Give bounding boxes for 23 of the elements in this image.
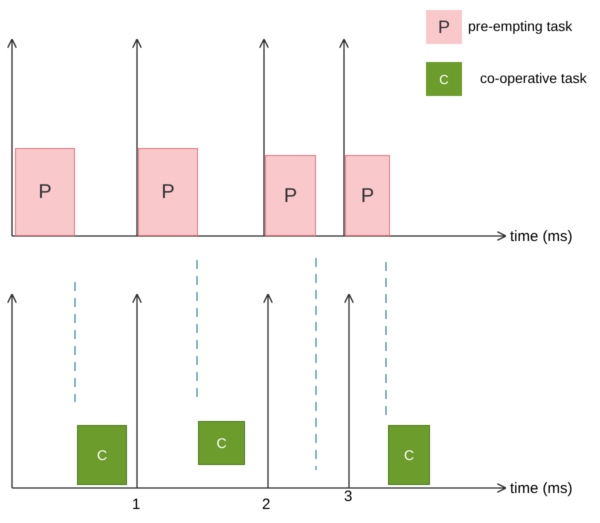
legend-letter: C [439, 72, 449, 86]
pre-empting-task-block [265, 155, 316, 236]
legend-letter: P [438, 18, 450, 36]
task-letter: C [404, 448, 414, 462]
legend-text: co-operative task [480, 71, 587, 85]
task-letter: P [38, 182, 52, 202]
pre-empting-task-block [345, 155, 390, 236]
axis-label: time (ms) [510, 481, 572, 496]
task-letter: P [360, 186, 374, 206]
axis-label: time (ms) [510, 229, 572, 244]
task-letter: P [284, 186, 298, 206]
task-letter: C [96, 448, 108, 462]
co-operative-task-block [77, 425, 127, 485]
pre-empting-task-block [15, 148, 75, 236]
task-letter: P [161, 182, 175, 202]
task-letter: C [216, 436, 227, 450]
tick-label: 1 [132, 497, 140, 512]
co-operative-task-block [198, 421, 245, 465]
legend-text: pre-empting task [468, 19, 572, 33]
co-operative-task-block [388, 425, 430, 485]
tick-label: 2 [262, 497, 270, 512]
tick-label: 3 [344, 489, 352, 504]
pre-empting-task-block [138, 148, 198, 236]
